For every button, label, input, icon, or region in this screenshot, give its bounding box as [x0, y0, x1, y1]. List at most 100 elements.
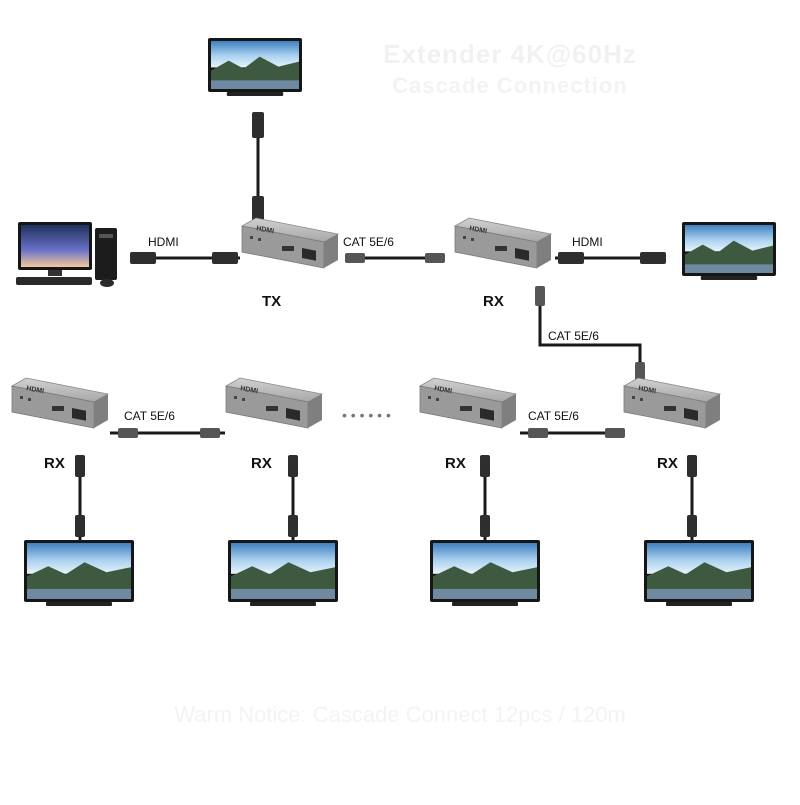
rx-label: RX — [251, 455, 272, 472]
device-brand-label: HDMI — [434, 385, 453, 395]
bottom-monitor-2 — [228, 540, 338, 606]
pc-monitor-screen — [21, 225, 89, 267]
hdmi-plug-icon — [288, 455, 298, 477]
monitor-lake — [231, 588, 335, 599]
hdmi-plug-icon — [75, 455, 85, 477]
hdmi-plug-icon — [480, 455, 490, 477]
led-icon — [234, 396, 237, 399]
rx-device-4: HDMI — [622, 377, 722, 429]
hdmi-port-icon — [52, 406, 64, 411]
rj45-port-icon — [286, 408, 300, 421]
device-end — [324, 234, 338, 268]
hdmi-plug-icon — [212, 252, 238, 264]
bottom-monitor-1 — [24, 540, 134, 606]
monitor-lake — [27, 588, 131, 599]
monitor-lake — [647, 588, 751, 599]
hdmi-port-icon — [266, 406, 278, 411]
tx-label: TX — [262, 293, 281, 310]
device-brand-label: HDMI — [638, 385, 657, 395]
pc-monitor-stand — [48, 270, 62, 276]
rj45-port-icon — [480, 408, 494, 421]
labels: HDMI CAT 5E/6 HDMI CAT 5E/6 CAT 5E/6 CAT… — [44, 235, 678, 472]
led-icon — [258, 238, 261, 241]
rx-label: RX — [445, 455, 466, 472]
rx-label: RX — [483, 293, 504, 310]
hdmi-plug-icon — [558, 252, 584, 264]
monitor-stand — [452, 602, 518, 606]
rx-device-3: HDMI — [418, 377, 518, 429]
hdmi-port-icon — [664, 406, 676, 411]
hdmi-plug-icon — [640, 252, 666, 264]
device-brand-label: HDMI — [240, 385, 259, 395]
rx-device-1: HDMI — [10, 377, 110, 429]
monitor-lake — [685, 264, 773, 273]
faint-title-line2: Cascade Connection — [392, 73, 628, 98]
led-icon — [640, 398, 643, 401]
led-icon — [250, 236, 253, 239]
rj45-plug-icon — [528, 428, 548, 438]
rj45-plug-icon — [535, 286, 545, 306]
hdmi-label: HDMI — [572, 235, 603, 249]
device-end — [94, 394, 108, 428]
device-end — [706, 394, 720, 428]
faint-title: Extender 4K@60Hz Cascade Connection — [300, 38, 720, 102]
hdmi-port-icon — [282, 246, 294, 251]
rj45-plug-icon — [605, 428, 625, 438]
hdmi-plug-icon — [288, 515, 298, 537]
hdmi-plug-icon — [130, 252, 156, 264]
pc-keyboard — [16, 277, 92, 285]
rx-device-2: HDMI — [224, 377, 324, 429]
faint-warm-notice: Warm Notice: Cascade Connect 12pcs / 120… — [174, 702, 626, 727]
hdmi-plug-icon — [75, 515, 85, 537]
right-monitor — [682, 222, 776, 280]
monitor-lake — [211, 80, 299, 89]
rx-label: RX — [44, 455, 65, 472]
cat-label: CAT 5E/6 — [124, 409, 175, 423]
hdmi-plug-icon — [687, 455, 697, 477]
monitor-stand — [666, 602, 732, 606]
led-icon — [471, 238, 474, 241]
monitor-stand — [250, 602, 316, 606]
monitor-stand — [700, 276, 758, 280]
extender-devices: HDMI HDMI HDMI HDMI HDMI HDMI — [10, 217, 722, 429]
bottom-monitor-3 — [430, 540, 540, 606]
pc-mouse — [100, 279, 114, 287]
monitor-stand — [226, 92, 284, 96]
monitor-stand — [46, 602, 112, 606]
rj45-plug-icon — [200, 428, 220, 438]
cat-cable-rx-to-cascade — [538, 290, 642, 378]
hdmi-plug-icon — [687, 515, 697, 537]
top-monitor — [208, 38, 302, 96]
connectors — [75, 112, 697, 537]
cat-label: CAT 5E/6 — [528, 409, 579, 423]
cables — [78, 112, 694, 540]
hdmi-plug-icon — [252, 112, 264, 138]
led-icon — [242, 398, 245, 401]
source-pc — [16, 222, 117, 287]
monitor-lake — [433, 588, 537, 599]
monitors — [24, 38, 776, 606]
rj45-port-icon — [72, 408, 86, 421]
rj45-port-icon — [515, 248, 529, 261]
led-icon — [632, 396, 635, 399]
hdmi-label: HDMI — [148, 235, 179, 249]
pc-tower-bay — [99, 234, 113, 238]
tx-device: HDMI — [240, 217, 340, 269]
rj45-port-icon — [302, 248, 316, 261]
device-brand-label: HDMI — [256, 225, 275, 235]
led-icon — [428, 396, 431, 399]
ellipsis-dots: • • • • • • — [342, 407, 391, 423]
rj45-plug-icon — [118, 428, 138, 438]
device-end — [308, 394, 322, 428]
rj45-plug-icon — [635, 362, 645, 382]
rx-label: RX — [657, 455, 678, 472]
hdmi-plug-icon — [480, 515, 490, 537]
hdmi-plug-icon — [252, 196, 264, 222]
led-icon — [436, 398, 439, 401]
device-brand-label: HDMI — [469, 225, 488, 235]
rj45-port-icon — [684, 407, 698, 421]
pc-tower — [95, 228, 117, 280]
led-icon — [463, 236, 466, 239]
